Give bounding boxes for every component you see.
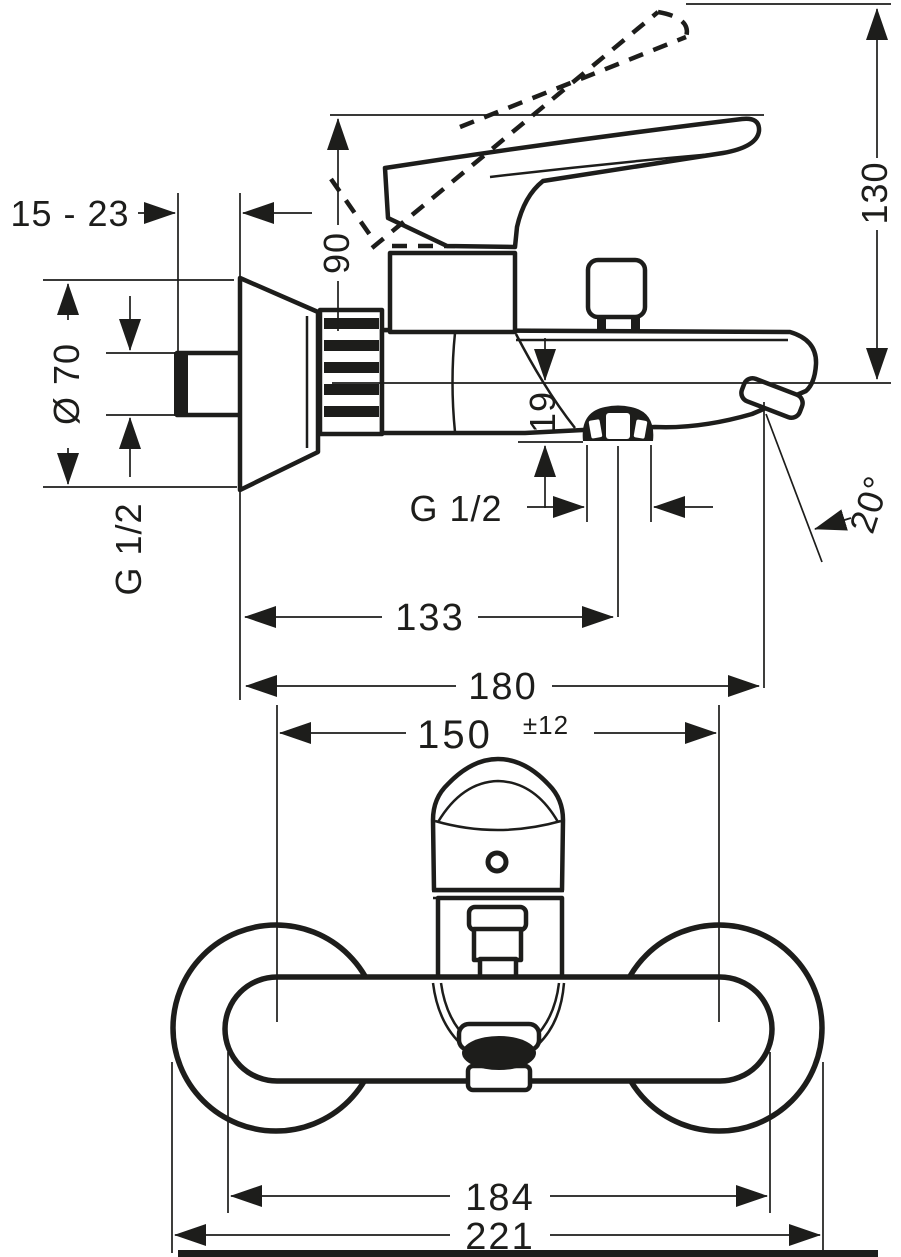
- dim-wall-distance: 15 - 23: [10, 193, 129, 234]
- dim-hose-thread: G 1/2: [409, 488, 502, 529]
- bottom-border-bar: [178, 1250, 878, 1257]
- front-extension-lines: [171, 705, 824, 1253]
- shower-hose-outlet: [582, 405, 654, 441]
- dim-hose-outlet-distance: 133: [395, 597, 464, 639]
- dim-escutcheon-diameter: Ø 70: [46, 343, 87, 425]
- dim-union-width: 184: [465, 1177, 534, 1219]
- dim-connection-distance: 150: [417, 713, 493, 757]
- spout-aerator: [739, 376, 805, 420]
- dim-lever-height: 90: [316, 232, 357, 274]
- dim-connection-tolerance: ±12: [523, 710, 569, 740]
- handle-front-dome: [430, 756, 566, 900]
- spout-opening: [462, 1036, 536, 1070]
- front-view: 150 ±12 184 221: [170, 705, 878, 1257]
- lever-handle: [382, 116, 762, 250]
- reference-lines: [43, 3, 891, 700]
- spout-front: [431, 982, 566, 1093]
- front-dimension-lines: [174, 722, 821, 1246]
- union-nut: [317, 307, 385, 437]
- dim-inlet-thread: G 1/2: [108, 502, 149, 595]
- cartridge-housing: [387, 250, 518, 335]
- handle-screw-hole: [485, 850, 509, 874]
- diverter-knob: [585, 257, 648, 330]
- dimension-lines: [57, 8, 888, 697]
- dim-lever-swing-height: 130: [854, 161, 895, 224]
- wall-nipple: [174, 350, 246, 418]
- escutcheon-cone: [237, 275, 321, 493]
- side-view: 15 - 23 Ø 70 G 1/2 90 130 19 G 1/2 20° 1…: [10, 3, 898, 708]
- dim-spout-reach: 180: [468, 666, 537, 708]
- dim-spout-drop: 19: [522, 391, 563, 433]
- mixer-body-spout: [379, 313, 819, 436]
